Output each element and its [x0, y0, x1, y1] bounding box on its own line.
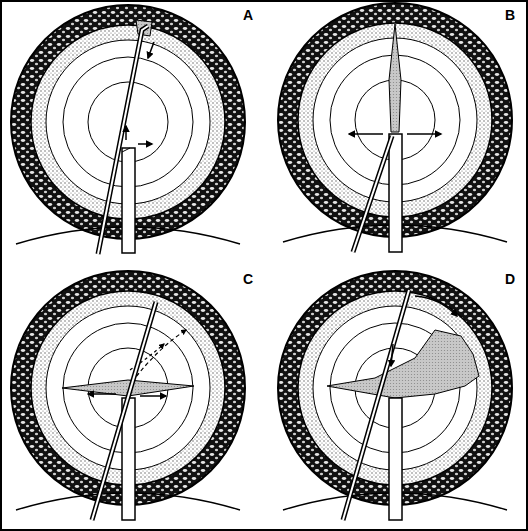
- panel-d: [278, 271, 512, 520]
- panel-letter: A: [243, 8, 253, 22]
- panel-c: [11, 271, 245, 520]
- panel-letter: B: [505, 8, 515, 22]
- panel-letter: D: [505, 272, 515, 286]
- panel-b: [278, 3, 512, 252]
- panel-letter: C: [243, 272, 253, 286]
- panel-a: [11, 5, 245, 254]
